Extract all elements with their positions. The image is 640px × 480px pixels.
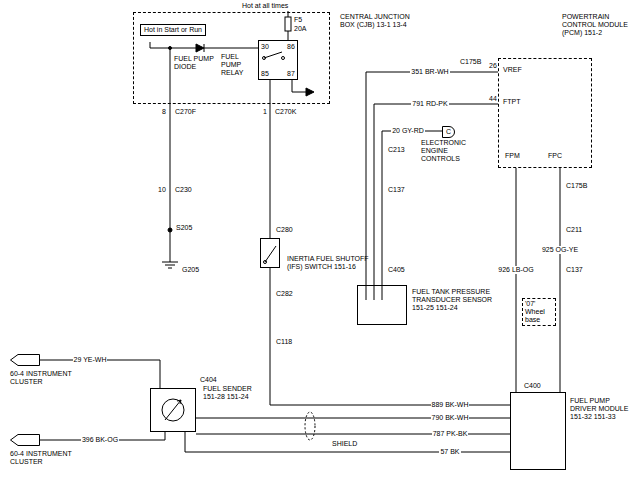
relay-contact: [263, 57, 266, 60]
wire-label: 925 OG-YE: [541, 246, 579, 254]
connector-outline: [11, 355, 40, 366]
callout-label: C175B: [460, 58, 481, 66]
wire-label: 396 BK-OG: [81, 436, 119, 444]
ground-symbol: [162, 262, 178, 268]
connector-outline: [11, 435, 40, 446]
switch-box: INERTIA FUEL SHUTOFF (IFS) SWITCH 151-16: [260, 238, 280, 268]
node-label: FUEL TANK PRESSURE TRANSDUCER SENSOR 151…: [412, 288, 494, 312]
wire-label: 791 RD-PK: [411, 100, 448, 108]
node-label: POWERTRAIN CONTROL MODULE (PCM) 151-2: [562, 13, 636, 37]
wire: [382, 131, 442, 285]
callout-label: 44: [489, 95, 497, 103]
callout-label: C280: [276, 226, 293, 234]
driver-module-box: FUEL PUMP DRIVER MODULE 151-32 151-33: [510, 392, 566, 470]
shield-symbol: [305, 412, 315, 440]
callout-label: G205: [182, 266, 199, 274]
power-source-box: Hot in Start or Run: [140, 24, 206, 36]
wire: [516, 168, 517, 392]
pump-motor-symbol: [162, 399, 184, 421]
node-label: '07' Wheel base: [523, 299, 555, 325]
callout-label: S205: [176, 224, 192, 232]
callout-label: C400: [524, 382, 541, 390]
node-label: Hot in Start or Run: [141, 25, 205, 35]
wire: [560, 168, 561, 392]
connector-arrow: 60-4 INSTRUMENT CLUSTER: [10, 434, 40, 446]
wire-label: 29 YE-WH: [73, 356, 108, 364]
callout-label: 8: [162, 108, 166, 116]
callout-label: C118: [276, 338, 292, 346]
connector-symbol: CELECTRONIC ENGINE CONTROLS: [442, 126, 455, 138]
wire-label: 57 BK: [439, 448, 460, 456]
splice-dot: [168, 228, 172, 232]
callout-label: SHIELD: [332, 440, 357, 448]
connector-arrow: 60-4 INSTRUMENT CLUSTER: [10, 354, 40, 366]
inertia-switch-symbol: [265, 246, 276, 262]
diode-symbol: [196, 44, 204, 52]
wire-label: 889 BK-WH: [431, 401, 470, 409]
callout-label: C270K: [275, 108, 296, 116]
wire: [270, 268, 510, 405]
fuse-wire: [288, 11, 289, 40]
callout-label: C137: [388, 186, 405, 194]
node-label: INERTIA FUEL SHUTOFF (IFS) SWITCH 151-16: [287, 255, 369, 271]
node-label: C: [443, 127, 454, 137]
relay-output-wire: [292, 80, 306, 92]
callout-label: 87: [287, 70, 295, 78]
callout-label: FPC: [548, 152, 562, 160]
callout-label: VREF: [503, 66, 522, 74]
note-box: '07' Wheel base: [522, 298, 556, 326]
control-module: POWERTRAIN CONTROL MODULE (PCM) 151-2: [498, 58, 592, 168]
relay-contact: [282, 57, 285, 60]
callout-label: 85: [261, 70, 269, 78]
connector-outline: [10, 434, 40, 446]
node-label: ELECTRONIC ENGINE CONTROLS: [421, 139, 485, 163]
junction-dot: [169, 47, 172, 50]
sensor-box: FUEL TANK PRESSURE TRANSDUCER SENSOR 151…: [357, 285, 407, 325]
sender-wiper: [165, 400, 181, 420]
node-label: 60-4 INSTRUMENT CLUSTER: [10, 370, 100, 386]
callout-label: FTPT: [503, 98, 521, 106]
wire-label: 926 LB-OG: [497, 266, 534, 274]
node-label: FUEL PUMP DRIVER MODULE 151-32 151-33: [570, 397, 636, 421]
callout-label: C213: [388, 146, 405, 154]
callout-label: C282: [276, 290, 293, 298]
callout-label: C404: [200, 376, 217, 384]
node-label: CENTRAL JUNCTION BOX (CJB) 13-1 13-4: [340, 13, 416, 29]
callout-label: FUEL PUMP DIODE: [174, 55, 216, 71]
sensor-pins: [366, 285, 382, 300]
callout-label: C137: [566, 266, 583, 274]
wire: [366, 72, 498, 285]
wire-label: 787 PK-BK: [432, 430, 469, 438]
callout-label: C405: [388, 266, 405, 274]
callout-label: C211: [566, 226, 582, 234]
relay-switch: [264, 52, 282, 58]
callout-label: 26: [489, 62, 497, 70]
wire-label: 351 BR-WH: [410, 68, 449, 76]
callout-label: C175B: [566, 182, 587, 190]
callout-label: C230: [175, 186, 192, 194]
node-label: FUEL PUMP RELAY: [221, 53, 257, 77]
callout-label: 10: [158, 186, 166, 194]
node-label: FUEL SENDER 151-28 151-24: [203, 385, 255, 401]
fuse-symbol: [285, 17, 291, 31]
switch-contact: [264, 261, 267, 264]
wire: [374, 104, 498, 285]
callout-label: 86: [287, 43, 295, 51]
sender-box: FUEL SENDER 151-28 151-24: [150, 388, 196, 432]
node-label: 60-4 INSTRUMENT CLUSTER: [10, 450, 100, 466]
connector-outline: [10, 354, 40, 366]
callout-label: F5: [294, 16, 302, 24]
callout-label: C270F: [175, 108, 196, 116]
output-arrow: [306, 88, 314, 96]
callout-label: Hot at all times: [242, 2, 288, 10]
wire-label: 790 BK-WH: [431, 414, 470, 422]
wire-label: 20 GY-RD: [391, 127, 425, 135]
callout-label: 30: [261, 43, 269, 51]
callout-label: 20A: [294, 25, 306, 33]
callout-label: 1: [263, 108, 267, 116]
callout-label: FPM: [505, 152, 520, 160]
